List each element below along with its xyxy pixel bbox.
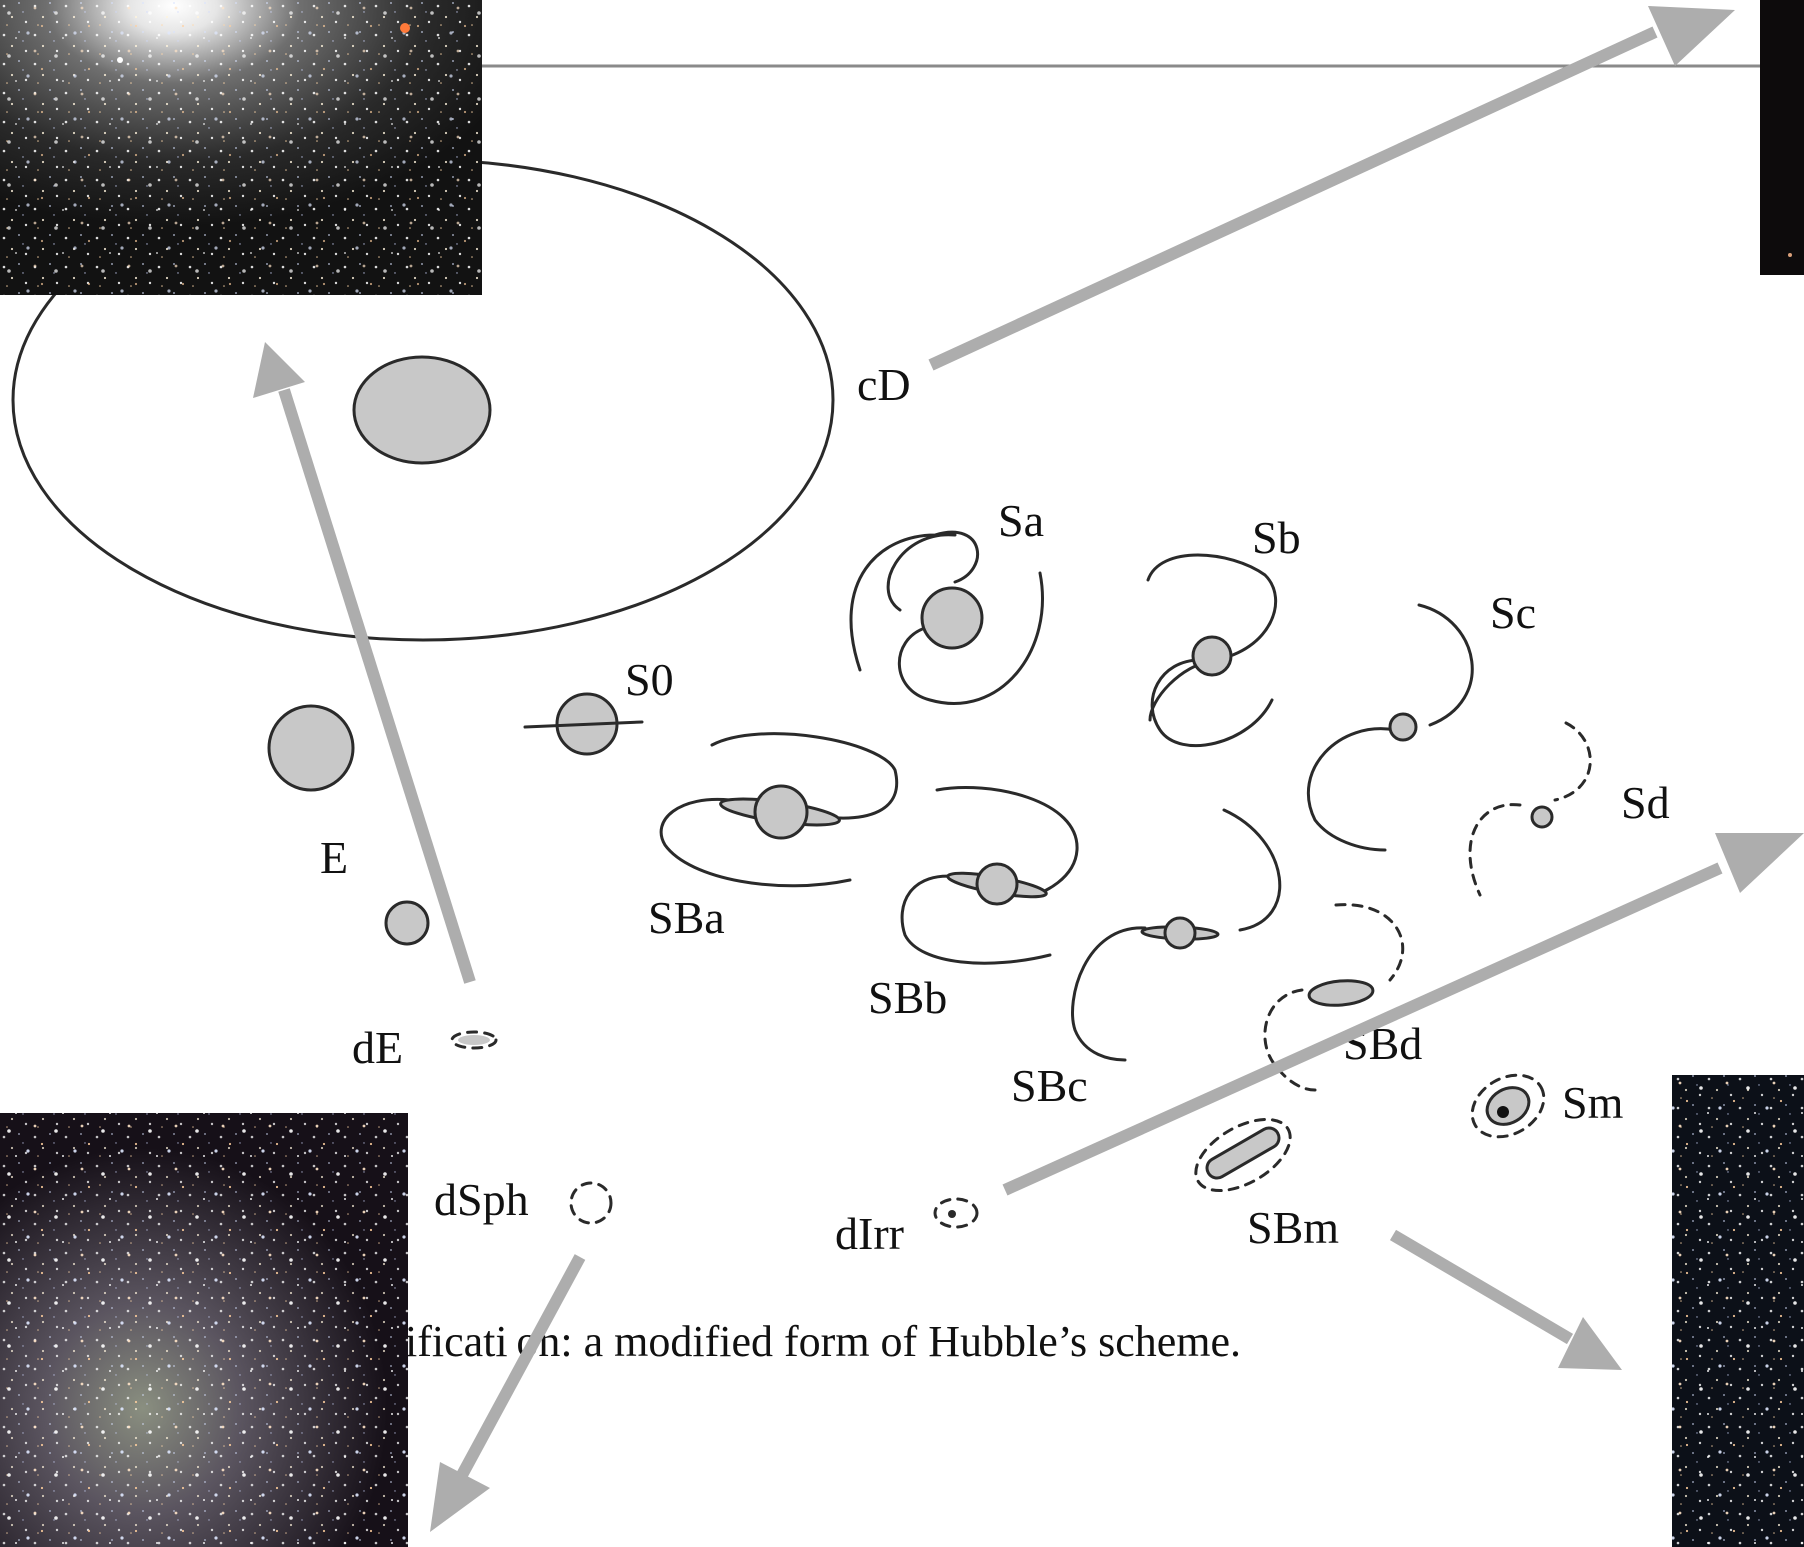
sa-galaxy-bulge — [920, 586, 984, 650]
label-sm: Sm — [1562, 1077, 1624, 1128]
sbc-galaxy-bulge — [1163, 916, 1197, 950]
label-sbc: SBc — [1011, 1060, 1088, 1111]
dwarf-irregular-core — [948, 1210, 956, 1218]
elliptical-galaxy-small — [384, 900, 430, 946]
sbc-spiral-arms — [1071, 808, 1282, 1062]
sm-outer-envelope — [1470, 1073, 1546, 1139]
arrow-de-to-photo — [253, 342, 476, 984]
label-de: dE — [352, 1022, 403, 1073]
label-sc: Sc — [1490, 587, 1536, 638]
arrow-sbm-to-photo — [1389, 1229, 1622, 1370]
dwarf-elliptical-symbol — [450, 1030, 498, 1050]
sc-spiral-arms — [1307, 603, 1474, 852]
label-sbm: SBm — [1247, 1202, 1339, 1253]
globular-star-cluster-photo — [0, 0, 482, 295]
elliptical-galaxy-large — [267, 704, 355, 792]
label-sbb: SBb — [868, 972, 947, 1023]
arrow-cd-to-photo — [928, 6, 1735, 371]
sbd-spiral-arms — [1263, 903, 1405, 1092]
sba-galaxy-bulge — [753, 784, 809, 840]
s0-galaxy-disk — [523, 720, 644, 729]
sm-galaxy-core — [1497, 1106, 1509, 1118]
label-sa: Sa — [998, 495, 1044, 546]
sa-spiral-arms — [849, 530, 1044, 705]
sbb-galaxy-bulge — [975, 862, 1019, 906]
cd-central-bulge — [352, 355, 492, 465]
irregular-galaxy-photo — [1672, 1075, 1804, 1547]
sb-galaxy-bulge — [1191, 635, 1233, 677]
label-dsph: dSph — [434, 1174, 529, 1225]
sc-galaxy-bulge — [1388, 712, 1418, 742]
label-e: E — [320, 832, 348, 883]
sbd-bar — [1307, 979, 1375, 1007]
label-cd: cD — [857, 359, 911, 410]
label-dirr: dIrr — [835, 1208, 904, 1259]
dwarf-spheroidal-symbol — [569, 1181, 613, 1225]
dwarf-elliptical-core — [458, 1035, 490, 1045]
label-sb: Sb — [1252, 512, 1301, 563]
label-sba: SBa — [648, 892, 725, 943]
arrow-dirr-to-photo — [1002, 833, 1804, 1196]
dwarf-irregular-symbol — [933, 1197, 979, 1229]
label-sd: Sd — [1621, 777, 1670, 828]
cd-galaxy-photo — [1760, 0, 1804, 275]
dwarf-spheroidal-galaxy-photo — [0, 1113, 408, 1547]
sm-galaxy-body — [1485, 1086, 1531, 1126]
sd-spiral-arms — [1468, 721, 1592, 897]
sba-spiral-arms — [659, 732, 899, 888]
arrow-dsph-to-photo — [430, 1254, 586, 1532]
sd-galaxy-bulge — [1530, 805, 1554, 829]
sbm-outer-envelope — [1194, 1117, 1292, 1193]
sbb-spiral-arms — [900, 786, 1079, 965]
label-s0: S0 — [625, 654, 674, 705]
sbm-bar — [1205, 1126, 1281, 1180]
